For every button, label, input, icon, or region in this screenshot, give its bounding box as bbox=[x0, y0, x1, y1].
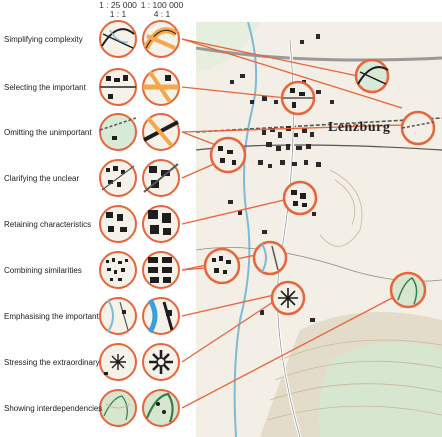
map-circle-2 bbox=[280, 80, 316, 116]
principle-label-8: Stressing the extraordinary bbox=[4, 358, 100, 367]
map-forest bbox=[196, 22, 260, 72]
map-circle-5 bbox=[282, 180, 318, 216]
scale-circle-100k-6 bbox=[142, 251, 180, 289]
map-circle-4 bbox=[209, 136, 247, 174]
scale-circle-25k-5 bbox=[99, 205, 137, 243]
scale-circle-25k-9 bbox=[99, 389, 137, 427]
connector-line bbox=[181, 163, 215, 179]
ratio-left-label: 1 : 1 bbox=[109, 9, 127, 19]
scale-circle-100k-4 bbox=[142, 159, 180, 197]
connector-lines bbox=[181, 38, 403, 409]
map-circle-7 bbox=[252, 240, 288, 276]
map-circle-9 bbox=[389, 271, 427, 309]
scale-circle-25k-4 bbox=[99, 159, 137, 197]
principle-label-3: Omitting the unimportant bbox=[4, 128, 92, 137]
scale-left-label: 1 : 25 000 bbox=[99, 0, 137, 10]
scale-circle-100k-1 bbox=[142, 20, 180, 58]
map-buildings bbox=[228, 34, 334, 322]
connector-line bbox=[181, 38, 359, 77]
connector-line bbox=[181, 38, 403, 109]
map-circle-1 bbox=[354, 58, 390, 94]
principle-label-9: Showing interdependencies bbox=[4, 404, 103, 413]
ratio-right-label: 4 : 1 bbox=[153, 9, 171, 19]
map-river bbox=[233, 22, 258, 437]
scale-circle-100k-2 bbox=[142, 68, 180, 106]
scale-circle-100k-7 bbox=[142, 297, 180, 335]
scale-circle-25k-7 bbox=[99, 297, 137, 335]
map-highlight-circles bbox=[203, 58, 436, 316]
map-forest bbox=[318, 342, 442, 437]
connector-line bbox=[181, 131, 217, 146]
map-circle-6 bbox=[203, 247, 241, 285]
scale-circle-25k-8 bbox=[99, 343, 137, 381]
map-contour bbox=[267, 405, 442, 421]
connector-line bbox=[181, 199, 285, 225]
scale-circle-100k-3 bbox=[142, 113, 180, 151]
scale-circle-100k-5 bbox=[142, 205, 180, 243]
scale-comparison-circles bbox=[99, 20, 180, 427]
connector-line bbox=[181, 86, 287, 99]
map-railway bbox=[196, 117, 442, 133]
map-contour bbox=[334, 179, 356, 226]
scale-circle-25k-1 bbox=[99, 20, 137, 58]
map-contour bbox=[274, 360, 442, 381]
scale-circle-25k-2 bbox=[99, 68, 137, 106]
principle-label-1: Simplifying complexity bbox=[4, 35, 83, 44]
principle-label-2: Selecting the important bbox=[4, 83, 86, 92]
scale-circle-100k-9 bbox=[142, 389, 180, 427]
map-circle-3 bbox=[400, 110, 436, 146]
scale-circle-25k-6 bbox=[99, 251, 137, 289]
principle-label-7: Emphasising the important bbox=[4, 312, 99, 321]
principle-label-5: Retaining characteristics bbox=[4, 220, 92, 229]
map-contour bbox=[279, 339, 442, 361]
principle-label-6: Combining similarities bbox=[4, 266, 82, 275]
connector-line bbox=[181, 297, 393, 409]
scale-circle-100k-8 bbox=[142, 343, 180, 381]
principle-label-4: Clarifying the unclear bbox=[4, 174, 80, 183]
topographic-map bbox=[196, 22, 442, 437]
map-circle-8 bbox=[270, 280, 306, 316]
map-town-name: Lenzburg bbox=[328, 120, 391, 135]
scale-right-label: 1 : 100 000 bbox=[140, 0, 184, 10]
connector-line bbox=[181, 124, 403, 133]
map-contour bbox=[319, 169, 363, 247]
scale-circle-25k-3 bbox=[99, 113, 137, 151]
connector-line bbox=[181, 299, 277, 363]
connector-line bbox=[181, 294, 275, 317]
